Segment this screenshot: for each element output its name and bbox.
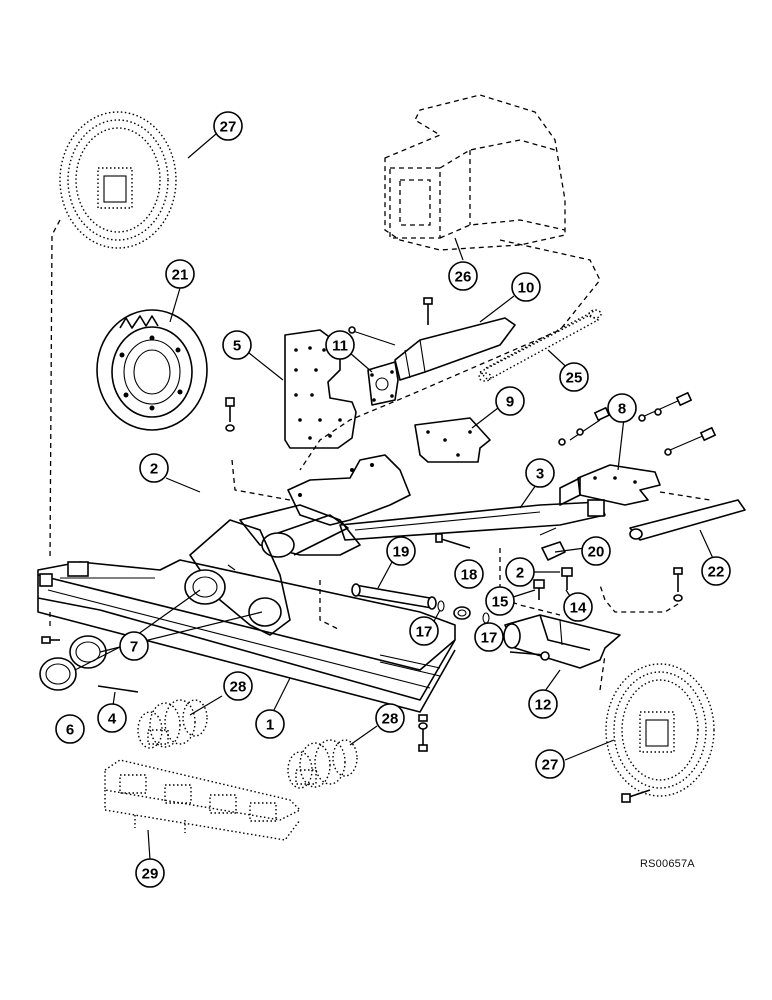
bolt-left-of-plate (225, 397, 235, 432)
callout-label: 3 (536, 466, 544, 483)
spindle-bracket (503, 614, 621, 669)
callout-28-left[interactable]: 28 (223, 671, 253, 701)
callout-7[interactable]: 7 (119, 631, 149, 661)
pins (499, 548, 573, 616)
roller-right (287, 739, 358, 789)
callout-27-bottom[interactable]: 27 (535, 749, 565, 779)
clip (539, 527, 566, 561)
callout-label: 1 (266, 717, 274, 734)
callout-label: 28 (230, 679, 247, 696)
callout-1[interactable]: 1 (255, 709, 285, 739)
shield-bracket (348, 297, 516, 406)
callout-label: 2 (150, 461, 158, 478)
rail-bolt (418, 714, 428, 752)
callout-label: 11 (332, 338, 348, 355)
wheel-hub (96, 309, 208, 431)
callout-label: 29 (142, 866, 159, 883)
callout-label: 15 (492, 594, 509, 611)
callout-label: 9 (506, 394, 514, 411)
main-frame-rail (37, 559, 456, 713)
callout-22[interactable]: 22 (701, 556, 731, 586)
callout-27-top[interactable]: 27 (213, 111, 243, 141)
callout-8[interactable]: 8 (607, 393, 637, 423)
corner-bracket (558, 391, 717, 506)
callout-2-upper[interactable]: 2 (139, 453, 169, 483)
callout-4[interactable]: 4 (97, 703, 127, 733)
callout-label: 5 (233, 338, 241, 355)
callout-12[interactable]: 12 (528, 689, 558, 719)
callout-label: 22 (708, 564, 725, 581)
callout-label: 27 (542, 757, 559, 774)
callout-label: 7 (130, 639, 138, 656)
callout-11[interactable]: 11 (325, 330, 355, 360)
track-chain (104, 759, 302, 841)
callout-label: 26 (455, 269, 472, 286)
callout-label: 6 (66, 722, 74, 739)
callout-label: 20 (588, 544, 605, 561)
spindle (319, 580, 437, 631)
callout-15[interactable]: 15 (485, 586, 515, 616)
tie-arm (339, 499, 606, 541)
callout-label: 10 (518, 280, 535, 297)
callout-9[interactable]: 9 (495, 386, 525, 416)
cross-bar (599, 491, 746, 613)
wheel-top-left (49, 111, 177, 561)
mounting-bracket (414, 417, 491, 463)
o-ring-right (482, 612, 490, 624)
bushing (453, 606, 471, 620)
gearbox-housing (384, 94, 566, 251)
callout-18[interactable]: 18 (454, 559, 484, 589)
leader-lines (74, 133, 717, 861)
callout-label: 21 (172, 267, 189, 284)
bushings (39, 635, 107, 691)
callout-label: 17 (481, 630, 498, 647)
callout-label: 18 (461, 567, 478, 584)
callout-29[interactable]: 29 (135, 858, 165, 888)
callout-label: 14 (570, 600, 587, 617)
callout-5[interactable]: 5 (222, 330, 252, 360)
callout-10[interactable]: 10 (511, 272, 541, 302)
callout-14[interactable]: 14 (563, 592, 593, 622)
callout-label: 25 (566, 370, 583, 387)
callout-label: 19 (393, 544, 410, 561)
driveshaft (478, 309, 602, 382)
callout-28-right[interactable]: 28 (375, 703, 405, 733)
callout-label: 17 (416, 624, 433, 641)
roller-left (137, 699, 208, 749)
callout-17-right[interactable]: 17 (474, 622, 504, 652)
callout-label: 27 (220, 119, 237, 136)
callout-3[interactable]: 3 (525, 458, 555, 488)
callout-label: 4 (108, 711, 117, 728)
callout-19[interactable]: 19 (386, 536, 416, 566)
wheel-bottom-right (599, 654, 715, 803)
frame-center-casting (184, 454, 411, 636)
callout-17-left[interactable]: 17 (409, 616, 439, 646)
callout-label: 8 (618, 401, 626, 418)
callout-26[interactable]: 26 (448, 261, 478, 291)
callout-21[interactable]: 21 (165, 259, 195, 289)
o-ring-left (437, 600, 445, 612)
callout-20[interactable]: 20 (581, 536, 611, 566)
callout-label: 12 (535, 697, 552, 714)
callout-6[interactable]: 6 (55, 714, 85, 744)
arm-bolt (435, 533, 471, 549)
callout-label: 2 (516, 565, 524, 582)
pin (97, 685, 139, 693)
callout-2-lower[interactable]: 2 (505, 557, 535, 587)
callout-label: 28 (382, 711, 399, 728)
reference-code: RS00657A (640, 858, 695, 870)
callout-25[interactable]: 25 (559, 362, 589, 392)
